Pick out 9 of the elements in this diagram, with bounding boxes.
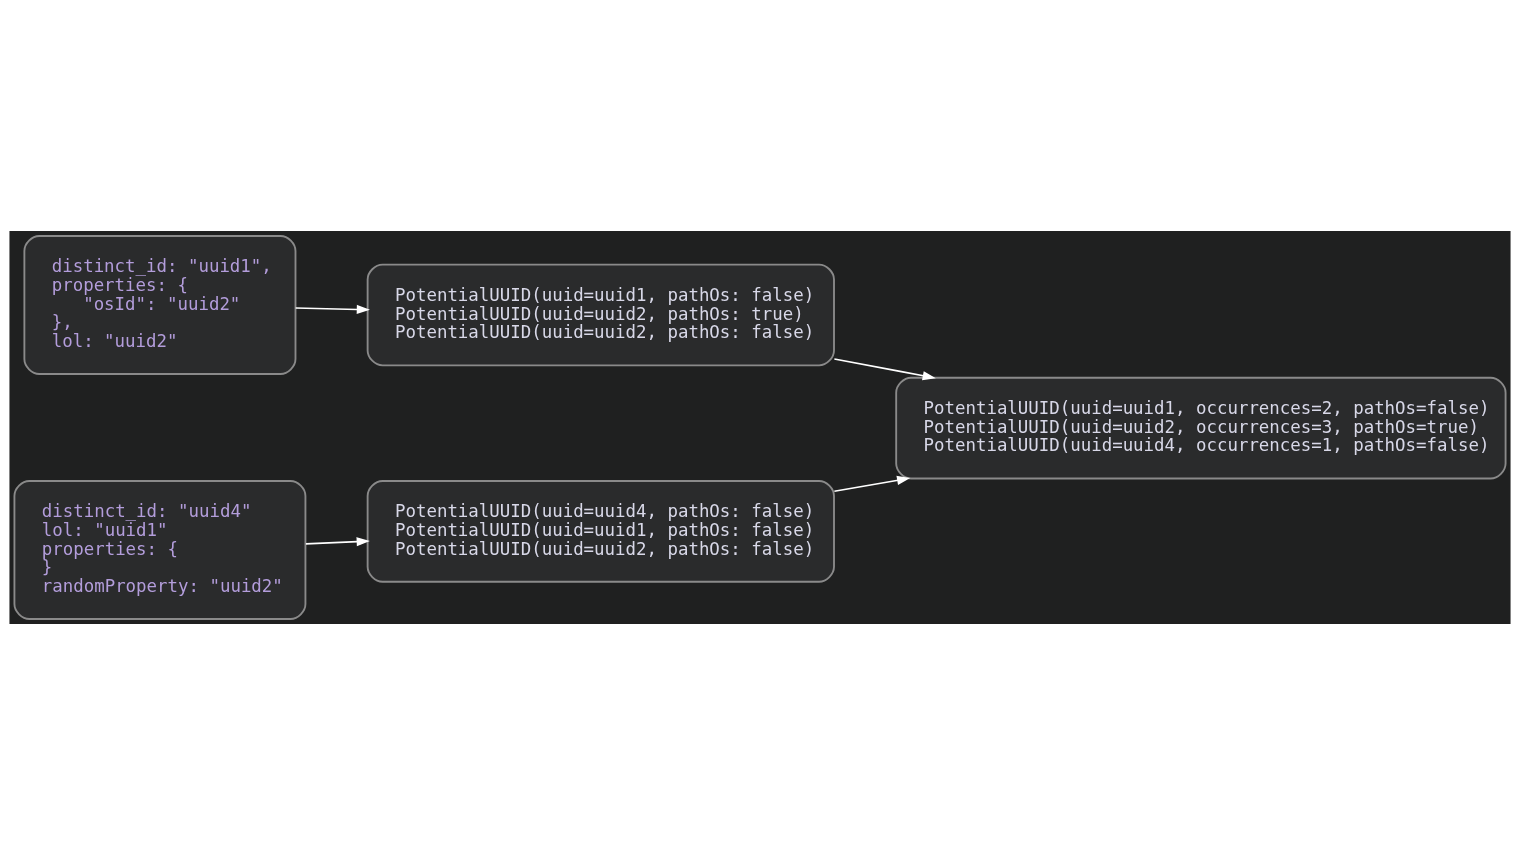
node-box: PotentialUUID(uuid=uuid4, pathOs: false) PotentialUUID(uuid=uuid1, pathOs: false) PotentialUUID(uuid=uuid2, pathOs: false) <box>366 480 835 583</box>
node-box: PotentialUUID(uuid=uuid1, occurrences=2, pathOs=false) PotentialUUID(uuid=uuid2, occurrences=3, pathOs=true) PotentialUUID(uuid=uuid4, occurrences=1, pathOs=false) <box>895 376 1507 480</box>
arrow <box>305 537 370 547</box>
arrow <box>833 475 911 492</box>
node-box: distinct_id: "uuid1", properties: { "osId": "uuid2" }, lol: "uuid2" <box>23 235 297 375</box>
arrow <box>833 358 936 381</box>
node-box: PotentialUUID(uuid=uuid1, pathOs: false) PotentialUUID(uuid=uuid2, pathOs: true) PotentialUUID(uuid=uuid2, pathOs: false) <box>366 263 835 367</box>
node-box: distinct_id: "uuid4" lol: "uuid1" properties: { } randomProperty: "uuid2" <box>13 480 307 620</box>
arrow <box>294 304 370 315</box>
